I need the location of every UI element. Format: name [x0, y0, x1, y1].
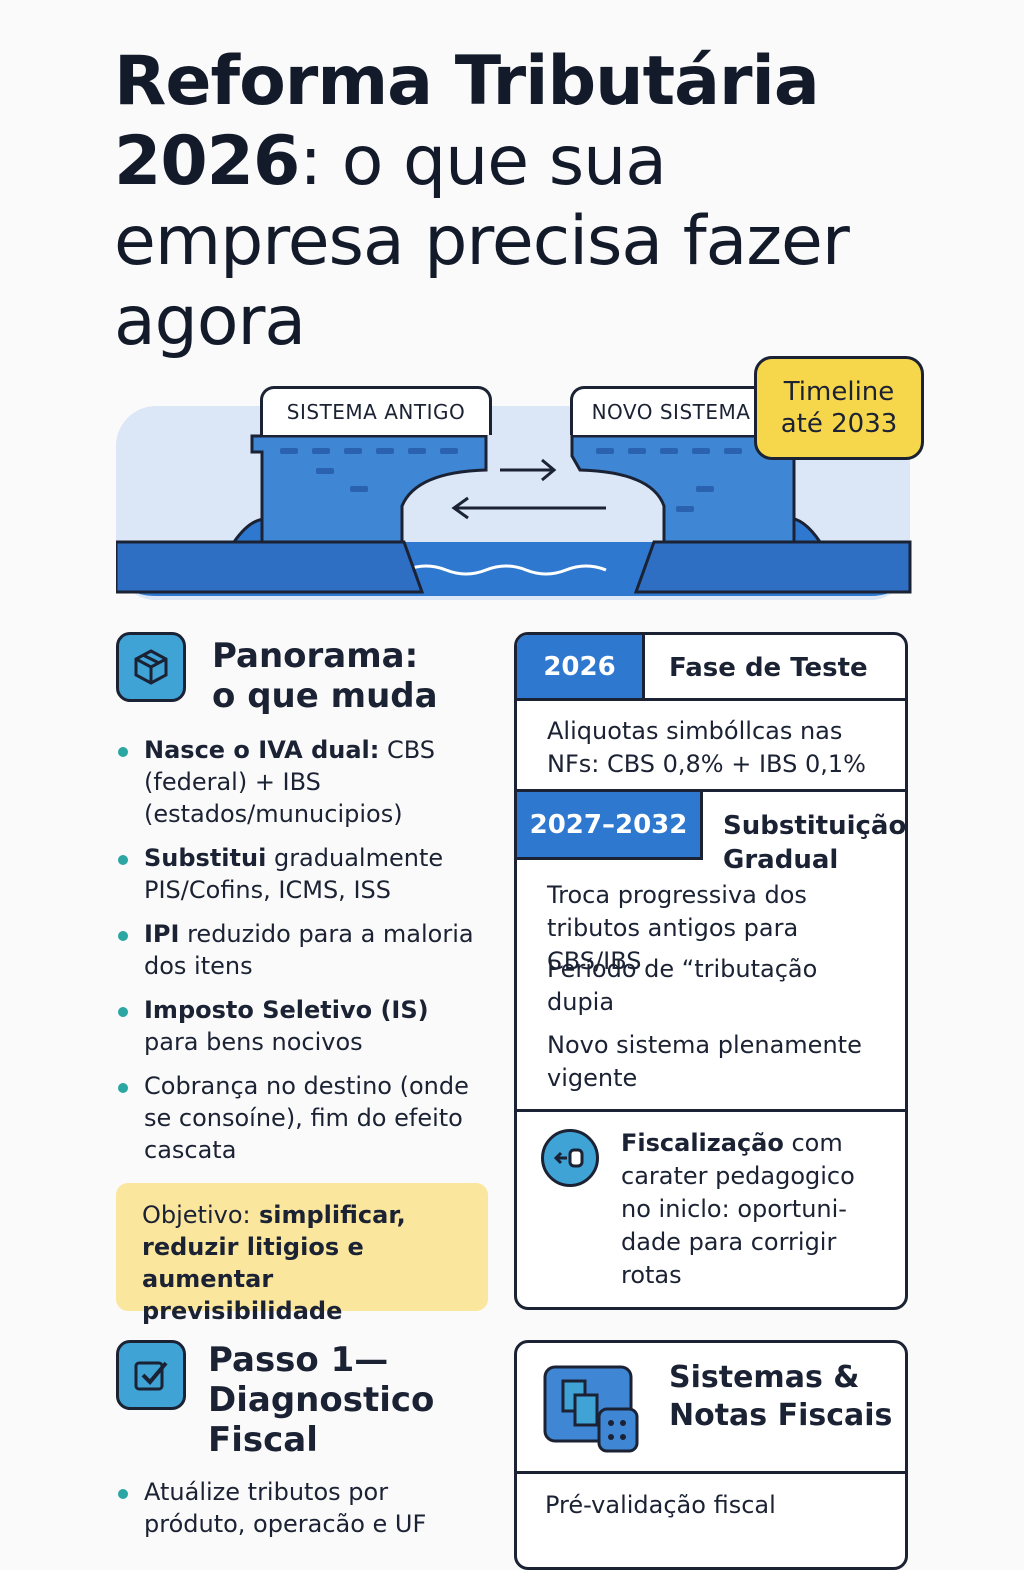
phase2-text3: Novo sistema plenamente vigente — [547, 1031, 862, 1092]
systems-item1: Pré-validação fiscal — [545, 1491, 776, 1519]
divider — [517, 1109, 905, 1112]
list-item: Cobrança no destino (onde se consoíne), … — [116, 1070, 476, 1166]
panorama-title-line2: o que muda — [212, 676, 438, 716]
systems-title: Sistemas & Notas Fiscais — [669, 1360, 893, 1433]
new-system-label: NOVO SISTEMA — [570, 386, 772, 435]
passo1-bullets: Atuálize tributos por próduto, operacão … — [116, 1476, 476, 1552]
phase2-text1: Troca progressiva dos tributos antigos p… — [547, 881, 807, 975]
old-system-label: SISTEMA ANTIGO — [260, 386, 492, 435]
timeline-line1: Timeline — [783, 377, 895, 407]
hero-illustration: SISTEMA ANTIGO NOVO SISTEMA Timeline até… — [116, 356, 932, 600]
timeline-card: 2026 Fase de Teste Aliquotas simbóllcas … — [514, 632, 908, 1310]
title-bold: Reforma Tributária 2026 — [114, 42, 820, 201]
divider — [517, 789, 905, 792]
list-item: Substitui gradualmente PIS/Cofins, ICMS,… — [116, 842, 476, 906]
panorama-title: Panorama: o que muda — [212, 636, 438, 716]
key-icon — [541, 1129, 599, 1187]
phase1-name: Fase de Teste — [669, 653, 868, 683]
panorama-title-line1: Panorama: — [212, 636, 419, 676]
timeline-badge: Timeline até 2033 — [754, 356, 924, 460]
divider — [517, 1471, 905, 1474]
objective-prefix: Objetivo: — [142, 1201, 251, 1229]
cube-icon — [116, 632, 186, 702]
phase1-year: 2026 — [517, 635, 645, 701]
objective-text: simplificar, reduzir litigios e aumentar… — [142, 1201, 406, 1325]
phase2-year: 2027–2032 — [517, 792, 703, 860]
list-item: Nasce o IVA dual: CBS (federal) + IBS (e… — [116, 734, 476, 830]
systems-card: Sistemas & Notas Fiscais Pré-validação f… — [514, 1340, 908, 1570]
title-rest: : o que sua empresa precisa fazer agora — [114, 122, 850, 361]
checkbox-icon — [116, 1340, 186, 1410]
phase1-text: Aliquotas simbóllcas nas NFs: CBS 0,8% +… — [547, 717, 866, 778]
panorama-bullets: Nasce o IVA dual: CBS (federal) + IBS (e… — [116, 734, 476, 1178]
system-modules-icon — [543, 1365, 639, 1455]
phase2-text2: Período de “tributação dupia — [547, 955, 818, 1016]
list-item: Imposto Seletivo (IS) para bens nocivos — [116, 994, 476, 1058]
list-item: Atuálize tributos por próduto, operacão … — [116, 1476, 476, 1540]
fiscalizacao-text: Fiscalização com carater pedagogico no i… — [621, 1129, 855, 1289]
divider — [517, 698, 905, 701]
list-item: IPI reduzido para a maloria dos itens — [116, 918, 476, 982]
passo1-title: Passo 1— Diagnostico Fiscal — [208, 1340, 435, 1460]
page-title: Reforma Tributária 2026: o que sua empre… — [114, 42, 974, 362]
bridge-illustration — [116, 406, 912, 600]
objective-callout: Objetivo: simplificar, reduzir litigios … — [116, 1183, 488, 1325]
timeline-line2: até 2033 — [780, 409, 898, 439]
phase2-name: Substituição Gradual — [723, 811, 907, 875]
